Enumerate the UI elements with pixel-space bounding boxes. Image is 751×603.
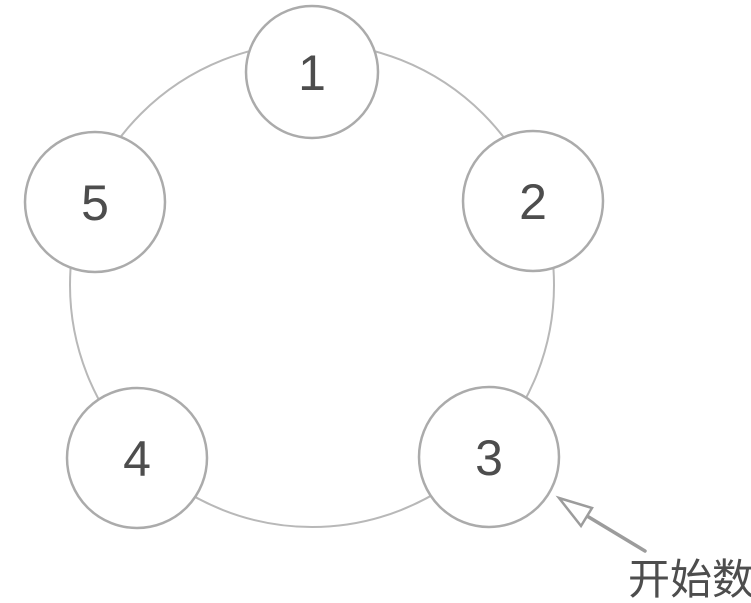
node-5-circle: [23, 130, 167, 274]
node-5-label: 5: [81, 175, 109, 231]
arrow-shaft-line: [585, 514, 647, 553]
node-4-label: 4: [123, 431, 151, 487]
node-1: 1: [244, 4, 380, 140]
node-2-circle: [461, 129, 605, 273]
node-1-circle: [244, 4, 380, 140]
node-4-circle: [65, 386, 209, 530]
arrow-head-icon: [555, 495, 594, 529]
node-5: 5: [23, 130, 167, 274]
node-3-label: 3: [475, 430, 503, 486]
node-2-label: 2: [519, 174, 547, 230]
node-3: 3: [417, 385, 561, 529]
node-2: 2: [461, 129, 605, 273]
start-pointer-arrow: [555, 495, 647, 553]
annotation-label: 开始数: [628, 556, 751, 603]
node-3-circle: [417, 385, 561, 529]
node-4: 4: [65, 386, 209, 530]
node-1-label: 1: [298, 45, 326, 101]
